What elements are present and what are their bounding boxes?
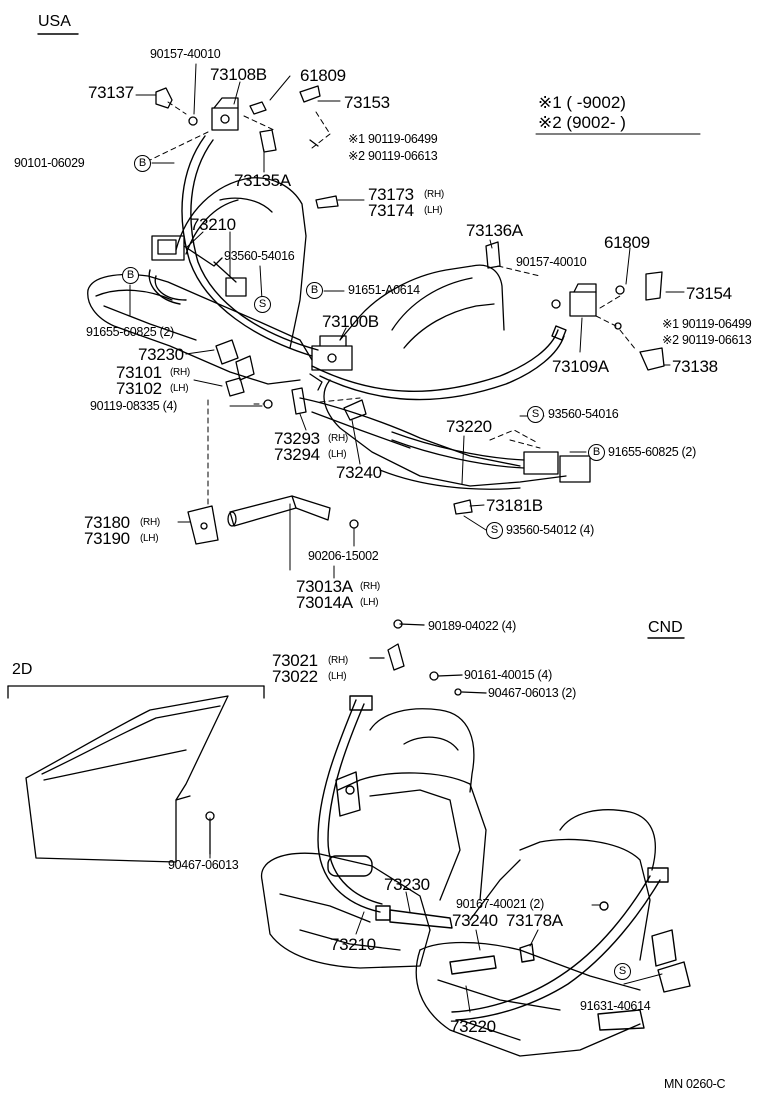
part-label-73022: 73022 [272, 667, 318, 686]
part-label-91655-60825: 91655-60825 (2) [86, 325, 174, 339]
part-label-91631-40614: 91631-40614 [580, 999, 651, 1013]
part-label-90167-40021: 90167-40021 (2) [456, 897, 544, 911]
legend-row-1: ※1 ( -9002) [538, 93, 626, 112]
part-label-90119-06499: ※1 90119-06499 [348, 132, 438, 146]
mark-b: B [306, 282, 323, 299]
usa-belt-webbing [148, 135, 567, 401]
part-label-73210: 73210 [190, 215, 236, 234]
side-rh: (RH) [328, 433, 348, 444]
region-cnd-label: CND [648, 619, 683, 636]
part-label-61809: 61809 [300, 66, 346, 85]
mark-s: S [614, 963, 631, 980]
part-label-73210: 73210 [330, 935, 376, 954]
part-label-73102: 73102 [116, 379, 162, 398]
side-rh: (RH) [140, 517, 160, 528]
mark-b: B [588, 444, 605, 461]
mark-b: B [122, 267, 139, 284]
part-label-73190: 73190 [84, 529, 130, 548]
side-lh: (LH) [360, 597, 379, 608]
part-label-73294: 73294 [274, 445, 320, 464]
part-label-90206-15002: 90206-15002 [308, 549, 379, 563]
side-lh: (LH) [140, 533, 159, 544]
part-label-73154: 73154 [686, 284, 732, 303]
usa-dashed-leaders [149, 101, 637, 509]
part-label-73180: 73180 [84, 513, 130, 532]
usa-upper-anchor-left [155, 85, 339, 209]
side-rh: (RH) [328, 655, 348, 666]
side-lh: (LH) [424, 205, 443, 216]
part-label-73108b: 73108B [210, 65, 267, 84]
part-label-93560-54016: 93560-54016 [224, 249, 295, 263]
part-label-73173: 73173 [368, 185, 414, 204]
part-label-91651-a0614: 91651-A0614 [348, 283, 420, 297]
part-label-73240: 73240 [452, 911, 498, 930]
part-label-93560-54016: 93560-54016 [548, 407, 619, 421]
usa-leader-lines [129, 63, 685, 579]
cnd-parts-upper [369, 619, 487, 696]
cnd-leader-lines [209, 817, 663, 1013]
region-usa-label: USA [38, 13, 71, 30]
part-label-90189-04022: 90189-04022 (4) [428, 619, 516, 633]
mark-s: S [254, 296, 271, 313]
part-label-73220: 73220 [446, 417, 492, 436]
legend-row-2: ※2 (9002- ) [538, 113, 626, 132]
footer-code: MN 0260-C [664, 1077, 726, 1091]
part-label-73014a: 73014A [296, 593, 353, 612]
mark-s: S [486, 522, 503, 539]
side-lh: (LH) [170, 383, 189, 394]
part-label-90467-06013: 90467-06013 [168, 858, 239, 872]
part-label-73013a: 73013A [296, 577, 353, 596]
usa-buckle-center [309, 335, 353, 391]
part-label-73021: 73021 [272, 651, 318, 670]
part-label-90119-06499: ※1 90119-06499 [662, 317, 752, 331]
part-label-91655-60825: 91655-60825 (2) [608, 445, 696, 459]
part-label-90161-40015: 90161-40015 (4) [464, 668, 552, 682]
side-rh: (RH) [360, 581, 380, 592]
side-lh: (LH) [328, 449, 347, 460]
part-label-61809: 61809 [604, 233, 650, 252]
part-label-73101: 73101 [116, 363, 162, 382]
side-lh: (LH) [328, 671, 347, 682]
usa-seat-right-outline [299, 264, 567, 490]
part-label-90467-06013: 90467-06013 (2) [488, 686, 576, 700]
part-label-90157-40010: 90157-40010 [516, 255, 587, 269]
usa-retractor-left [151, 235, 247, 297]
door-2d-outline [7, 685, 265, 863]
part-label-73230: 73230 [384, 875, 430, 894]
part-label-93560-54012: 93560-54012 (4) [506, 523, 594, 537]
side-rh: (RH) [170, 367, 190, 378]
part-label-73135a: 73135A [234, 171, 291, 190]
usa-lower-rail [187, 495, 359, 545]
mark-b: B [134, 155, 151, 172]
part-label-73137: 73137 [88, 83, 134, 102]
cnd-belt-webbing [317, 695, 691, 1031]
part-label-73220: 73220 [450, 1017, 496, 1036]
cnd-seat-front-outline [260, 708, 487, 969]
part-label-90119-06613: ※2 90119-06613 [662, 333, 752, 347]
part-label-90119-06613: ※2 90119-06613 [348, 149, 438, 163]
part-label-73178a: 73178A [506, 911, 563, 930]
part-label-73136a: 73136A [466, 221, 523, 240]
part-label-90119-08335: 90119-08335 (4) [90, 399, 178, 413]
region-2d-label: 2D [12, 661, 33, 678]
part-label-90157-40010: 90157-40010 [150, 47, 221, 61]
part-label-73240: 73240 [336, 463, 382, 482]
mark-s: S [527, 406, 544, 423]
usa-lap-parts-left [215, 339, 273, 409]
part-label-73109a: 73109A [552, 357, 609, 376]
usa-upper-anchor-right [485, 241, 665, 371]
part-label-73230: 73230 [138, 345, 184, 364]
part-label-73100b: 73100B [322, 312, 379, 331]
part-label-73153: 73153 [344, 93, 390, 112]
side-rh: (RH) [424, 189, 444, 200]
usa-retractor-right [291, 387, 591, 515]
part-label-73293: 73293 [274, 429, 320, 448]
part-label-73174: 73174 [368, 201, 414, 220]
part-label-73138: 73138 [672, 357, 718, 376]
part-label-90101-06029: 90101-06029 [14, 156, 85, 170]
part-label-73181b: 73181B [486, 496, 543, 515]
